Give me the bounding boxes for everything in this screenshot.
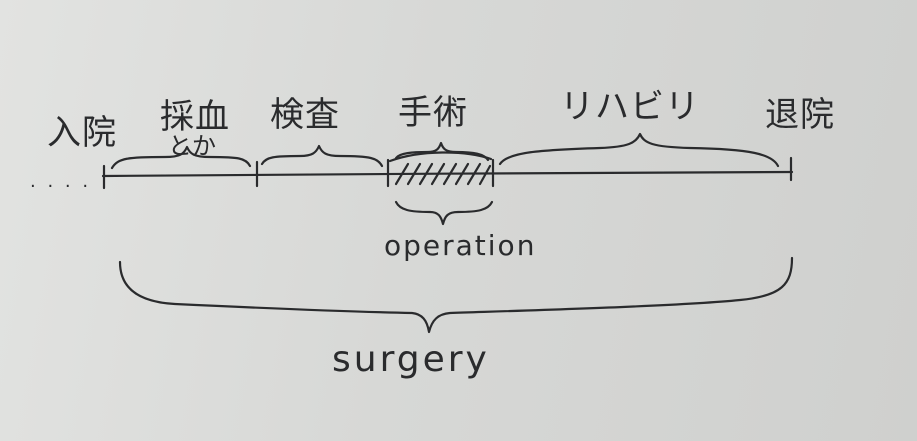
brace-operation-lower bbox=[394, 200, 494, 226]
brace-operation-upper bbox=[394, 141, 490, 162]
brace-rehabilitation bbox=[498, 132, 780, 168]
label-operation-en: operation bbox=[384, 229, 537, 262]
label-examination: 検査 bbox=[270, 95, 340, 135]
brace-examination bbox=[260, 144, 384, 168]
label-operation-jp: 手術 bbox=[398, 93, 468, 133]
label-admission: 入院 bbox=[47, 113, 117, 153]
brace-blood-draw bbox=[110, 145, 252, 170]
label-discharge: 退院 bbox=[765, 95, 835, 135]
label-surgery-en: surgery bbox=[332, 339, 490, 380]
timeline-line bbox=[101, 170, 794, 178]
label-blood-draw: 採血 bbox=[160, 97, 230, 137]
label-rehabilitation: リハビリ bbox=[560, 87, 700, 127]
label-etc: とか bbox=[168, 132, 216, 160]
leading-dots: · · · · bbox=[30, 176, 92, 197]
brace-surgery bbox=[118, 256, 794, 334]
surgery-hatching bbox=[394, 162, 492, 186]
